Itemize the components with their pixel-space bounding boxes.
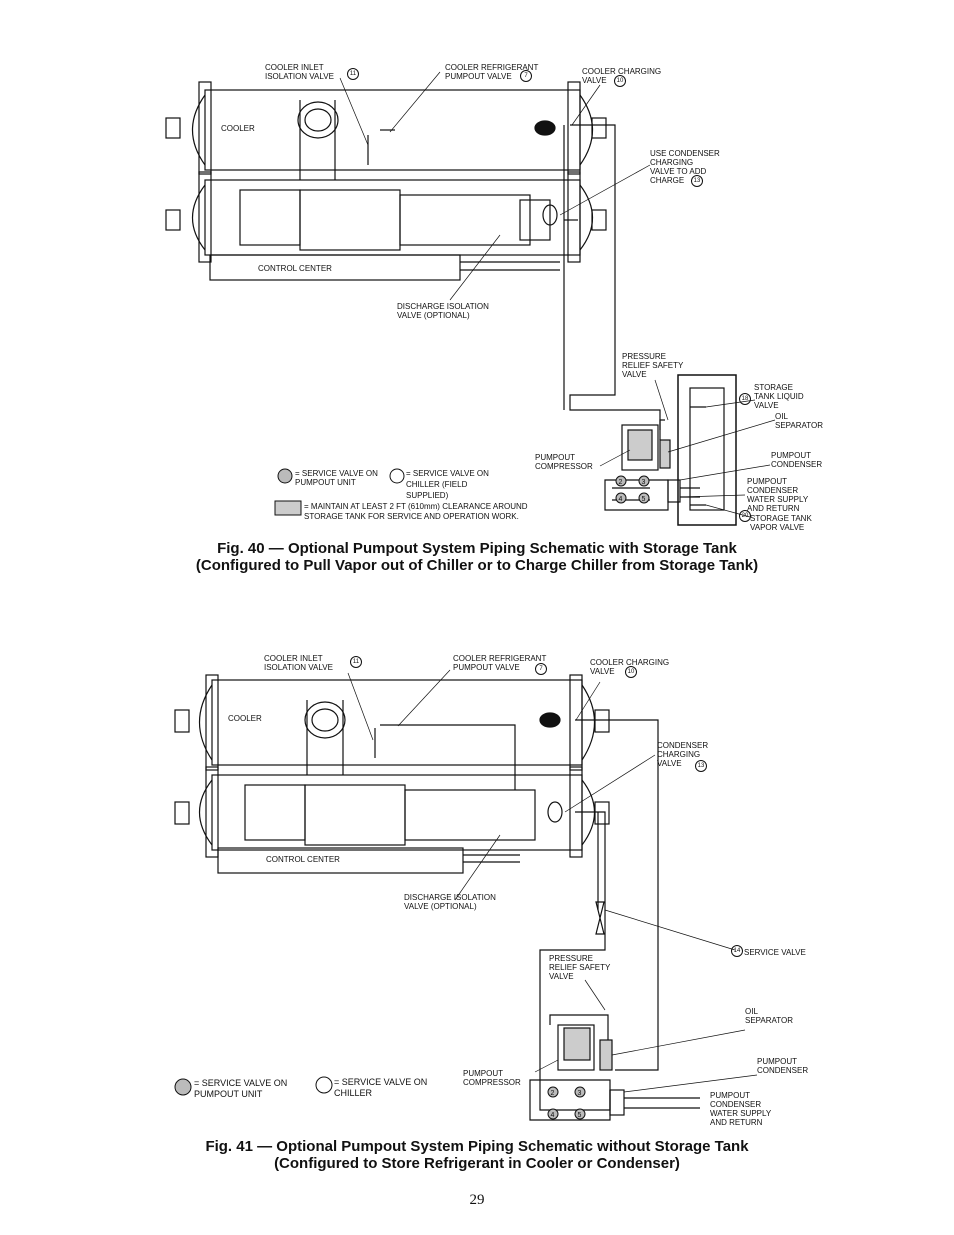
figure-40: 2 3 4 5 COOLER INLET ISOLATION VALVE 11 …: [0, 0, 954, 600]
page-number: 29: [469, 1192, 485, 1208]
label-text: PUMPOUT CONDENSER: [771, 451, 823, 469]
fig41-pumpout-cond-water: PUMPOUT CONDENSER WATER SUPPLY AND RETUR…: [710, 1091, 771, 1127]
fig41-cooler-charging: COOLER CHARGING VALVE: [590, 658, 669, 676]
label-text: DISCHARGE ISOLATION VALVE (OPTIONAL): [404, 893, 496, 911]
fig40-cooler-charging: COOLER CHARGING VALVE: [582, 67, 661, 85]
label-text: COOLER: [221, 124, 255, 133]
fig41-pressure-relief: PRESSURE RELIEF SAFETY VALVE: [549, 954, 610, 981]
fig40-cooler-ref-pumpout: COOLER REFRIGERANT PUMPOUT VALVE: [445, 63, 538, 81]
label-text: STORAGE TANK LIQUID VALVE: [754, 383, 804, 410]
valve-number-20: 20: [739, 510, 751, 522]
label-text: CONTROL CENTER: [266, 855, 340, 864]
fig40-legend-clearance: = MAINTAIN AT LEAST 2 FT (610mm) CLEARAN…: [304, 502, 528, 521]
fig40-oil-separator: OIL SEPARATOR: [775, 412, 823, 430]
figure-41: 2 3 4 5 COOLER INLET ISOLATION VALVE 11 …: [0, 640, 954, 1180]
valve-number-7: 7: [535, 663, 547, 675]
label-text: PUMPOUT COMPRESSOR: [535, 453, 593, 471]
fig40-control-center: CONTROL CENTER: [258, 264, 332, 273]
label-text: CONTROL CENTER: [258, 264, 332, 273]
legend-text: SERVICE VALVE ON CHILLER (FIELD SUPPLIED…: [406, 469, 489, 500]
fig41-condenser-charging: CONDENSER CHARGING VALVE: [657, 741, 708, 768]
legend-text: SERVICE VALVE ON CHILLER: [334, 1077, 428, 1098]
fig41-service-valve: SERVICE VALVE: [744, 948, 806, 957]
fig40-cooler-inlet-iso: COOLER INLET ISOLATION VALVE: [265, 63, 334, 81]
label-text: COOLER INLET ISOLATION VALVE: [265, 63, 334, 81]
label-text: OIL SEPARATOR: [775, 412, 824, 430]
fig41-schematic: 2 3 4 5: [174, 669, 758, 1121]
valve-number-10: 10: [625, 666, 637, 678]
label-text: COOLER INLET ISOLATION VALVE: [264, 654, 333, 672]
fig40-legend-chiller: = SERVICE VALVE ON CHILLER (FIELD SUPPLI…: [406, 469, 489, 500]
label-text: PUMPOUT CONDENSER WATER SUPPLY AND RETUR…: [710, 1091, 772, 1127]
fig40-pumpout-cond-water: PUMPOUT CONDENSER WATER SUPPLY AND RETUR…: [747, 477, 808, 513]
fig41-discharge-iso: DISCHARGE ISOLATION VALVE (OPTIONAL): [404, 893, 496, 911]
svg-text:4: 4: [551, 1112, 555, 1119]
label-text: DISCHARGE ISOLATION VALVE (OPTIONAL): [397, 302, 489, 320]
valve-number-14: 14: [731, 945, 743, 957]
valve-number-13: 13: [691, 175, 703, 187]
svg-text:2: 2: [551, 1090, 555, 1097]
fig41-cooler-inlet-iso: COOLER INLET ISOLATION VALVE: [264, 654, 333, 672]
valve-number-18: 18: [739, 393, 751, 405]
fig41-caption: Fig. 41 — Optional Pumpout System Piping…: [205, 1138, 749, 1172]
label-text: COOLER REFRIGERANT PUMPOUT VALVE: [453, 654, 547, 672]
fig41-pumpout-compressor: PUMPOUT COMPRESSOR: [463, 1069, 521, 1087]
fig40-discharge-iso: DISCHARGE ISOLATION VALVE (OPTIONAL): [397, 302, 489, 320]
label-text: COOLER: [228, 714, 262, 723]
fig41-cooler-label: COOLER: [228, 714, 262, 723]
label-text: SERVICE VALVE: [744, 948, 806, 957]
label-text: PUMPOUT CONDENSER: [757, 1057, 809, 1075]
label-text: PUMPOUT CONDENSER WATER SUPPLY AND RETUR…: [747, 477, 809, 513]
fig40-schematic: 2 3 4 5: [165, 71, 776, 526]
svg-text:5: 5: [578, 1112, 582, 1119]
fig40-pumpout-condenser: PUMPOUT CONDENSER: [771, 451, 822, 469]
label-text: OIL SEPARATOR: [745, 1007, 794, 1025]
valve-number-11: 11: [347, 68, 359, 80]
svg-text:3: 3: [578, 1090, 582, 1097]
svg-text:3: 3: [642, 479, 646, 486]
label-text: CONDENSER CHARGING VALVE: [657, 741, 709, 768]
fig41-legend-pumpout-unit: = SERVICE VALVE ON PUMPOUT UNIT: [194, 1078, 288, 1099]
fig41-cooler-ref-pumpout: COOLER REFRIGERANT PUMPOUT VALVE: [453, 654, 546, 672]
fig41-oil-separator: OIL SEPARATOR: [745, 1007, 793, 1025]
legend-text: SERVICE VALVE ON PUMPOUT UNIT: [194, 1078, 288, 1099]
fig40-legend-pumpout-unit: = SERVICE VALVE ON PUMPOUT UNIT: [295, 469, 378, 487]
svg-text:4: 4: [619, 496, 623, 503]
label-text: COOLER CHARGING VALVE: [582, 67, 662, 85]
svg-text:2: 2: [619, 479, 623, 486]
label-text: PRESSURE RELIEF SAFETY VALVE: [549, 954, 611, 981]
fig40-pumpout-compressor: PUMPOUT COMPRESSOR: [535, 453, 593, 471]
fig40-use-condenser: USE CONDENSER CHARGING VALVE TO ADD CHAR…: [650, 149, 720, 185]
valve-number-13: 13: [695, 760, 707, 772]
fig41-legend-chiller: = SERVICE VALVE ON CHILLER: [334, 1077, 428, 1098]
legend-text: SERVICE VALVE ON PUMPOUT UNIT: [295, 469, 378, 487]
valve-number-11: 11: [350, 656, 362, 668]
fig40-caption: Fig. 40 — Optional Pumpout System Piping…: [195, 540, 759, 574]
fig40-pressure-relief: PRESSURE RELIEF SAFETY VALVE: [622, 352, 683, 379]
label-text: COOLER REFRIGERANT PUMPOUT VALVE: [445, 63, 539, 81]
legend-text: MAINTAIN AT LEAST 2 FT (610mm) CLEARANCE…: [304, 502, 528, 521]
label-text: USE CONDENSER CHARGING VALVE TO ADD CHAR…: [650, 149, 720, 185]
fig40-storage-vapor: STORAGE TANK VAPOR VALVE: [750, 514, 812, 532]
label-text: PRESSURE RELIEF SAFETY VALVE: [622, 352, 684, 379]
label-text: PUMPOUT COMPRESSOR: [463, 1069, 521, 1087]
label-text: STORAGE TANK VAPOR VALVE: [750, 514, 812, 532]
valve-number-7: 7: [520, 70, 532, 82]
valve-number-10: 10: [614, 75, 626, 87]
fig41-pumpout-condenser: PUMPOUT CONDENSER: [757, 1057, 808, 1075]
fig40-storage-liquid: STORAGE TANK LIQUID VALVE: [754, 383, 804, 410]
fig40-cooler-label: COOLER: [221, 124, 255, 133]
label-text: COOLER CHARGING VALVE: [590, 658, 670, 676]
fig41-control-center: CONTROL CENTER: [266, 855, 340, 864]
condenser-shell: [204, 179, 581, 256]
svg-text:5: 5: [642, 496, 646, 503]
